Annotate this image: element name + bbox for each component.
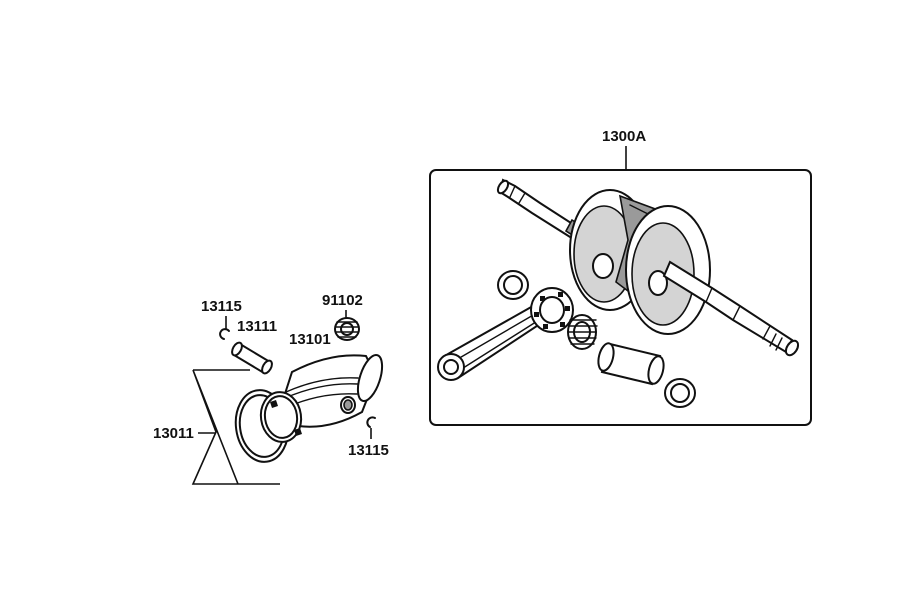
thrust-washer-upper [497, 270, 529, 300]
label-91102: 91102 [322, 292, 363, 309]
crank-pin [597, 342, 665, 386]
label-13111: 13111 [237, 318, 277, 335]
piston-pin [231, 341, 273, 375]
label-13115-bottom: 13115 [348, 442, 389, 459]
big-end-bearing [567, 314, 598, 350]
piston [281, 353, 384, 428]
assembly-frame [429, 169, 812, 426]
thrust-washer-lower [664, 378, 696, 408]
label-13101: 13101 [289, 331, 331, 348]
label-13011: 13011 [153, 425, 194, 442]
ring-set-bracket [191, 369, 280, 485]
connecting-rod [437, 287, 574, 381]
circlip-top [219, 328, 230, 340]
label-13115-top: 13115 [201, 298, 242, 315]
piston-group: 13115 13111 91102 13101 [153, 292, 389, 485]
small-end-bearing [334, 317, 360, 341]
crankshaft [496, 178, 800, 357]
crankshaft-assembly-group: 1300A [429, 128, 812, 426]
label-1300A: 1300A [602, 128, 646, 145]
piston-rings [234, 389, 303, 463]
circlip-bottom [366, 416, 376, 428]
